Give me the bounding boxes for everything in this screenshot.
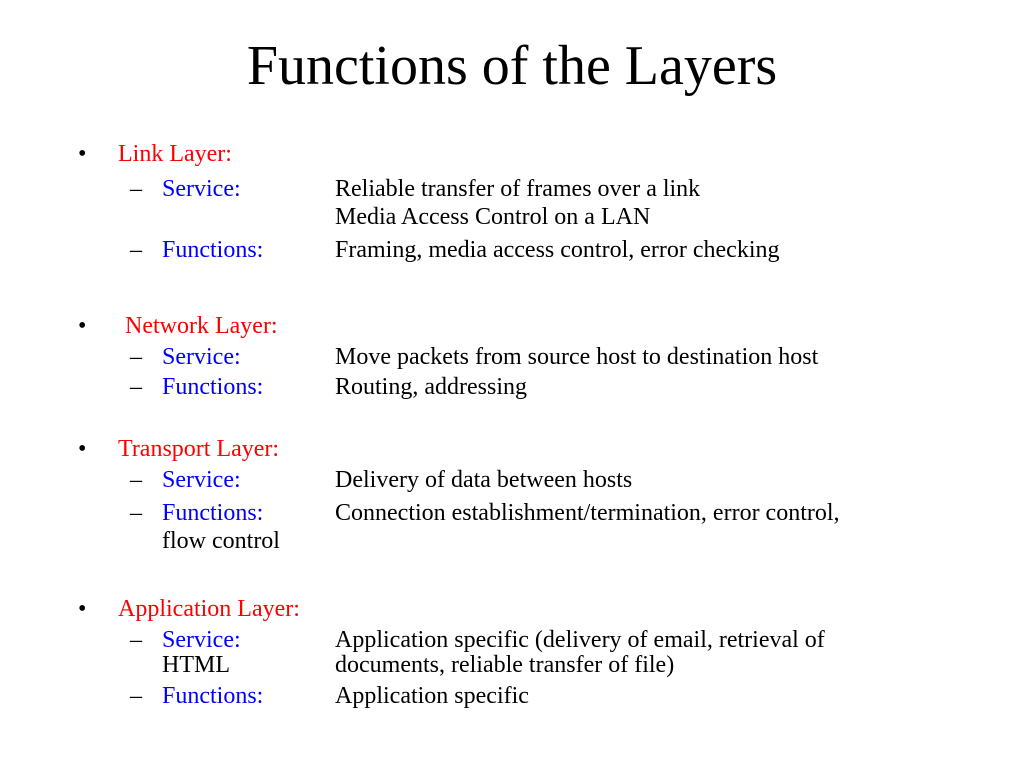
dash-link-service: – xyxy=(130,176,142,202)
dash-link-functions: – xyxy=(130,237,142,263)
heading-application-layer: Application Layer: xyxy=(118,596,300,622)
value-transport-service: Delivery of data between hosts xyxy=(335,467,633,493)
bullet-application-layer: • xyxy=(78,596,87,622)
value-link-service-line2: Media Access Control on a LAN xyxy=(335,204,651,230)
value-link-functions: Framing, media access control, error che… xyxy=(335,237,780,263)
value-transport-functions-wrap: flow control xyxy=(162,528,280,554)
value-network-functions: Routing, addressing xyxy=(335,374,527,400)
key-transport-service: Service: xyxy=(162,467,241,493)
key-link-service: Service: xyxy=(162,176,241,202)
heading-link-layer: Link Layer: xyxy=(118,141,232,167)
dash-network-functions: – xyxy=(130,374,142,400)
key-transport-functions: Functions: xyxy=(162,500,264,526)
value-application-functions: Application specific xyxy=(335,683,529,709)
dash-transport-functions: – xyxy=(130,500,142,526)
value-network-service: Move packets from source host to destina… xyxy=(335,344,819,370)
value-application-service-line2: documents, reliable transfer of file) xyxy=(335,652,675,678)
key-application-service: Service: xyxy=(162,627,241,653)
value-transport-functions: Connection establishment/termination, er… xyxy=(335,500,840,526)
dash-application-service: – xyxy=(130,627,142,653)
bullet-network-layer: • xyxy=(78,313,87,339)
key-network-service: Service: xyxy=(162,344,241,370)
dash-network-service: – xyxy=(130,344,142,370)
bullet-transport-layer: • xyxy=(78,436,87,462)
heading-network-layer: Network Layer: xyxy=(125,313,278,339)
dash-transport-service: – xyxy=(130,467,142,493)
key-link-functions: Functions: xyxy=(162,237,264,263)
slide-title: Functions of the Layers xyxy=(246,35,778,97)
key-application-service-wrap: HTML xyxy=(162,652,230,678)
value-link-service-line1: Reliable transfer of frames over a link xyxy=(335,176,701,202)
heading-transport-layer: Transport Layer: xyxy=(118,436,280,462)
dash-application-functions: – xyxy=(130,683,142,709)
bullet-link-layer: • xyxy=(78,141,87,167)
key-application-functions: Functions: xyxy=(162,683,264,709)
value-application-service-line1: Application specific (delivery of email,… xyxy=(335,627,825,653)
key-network-functions: Functions: xyxy=(162,374,264,400)
